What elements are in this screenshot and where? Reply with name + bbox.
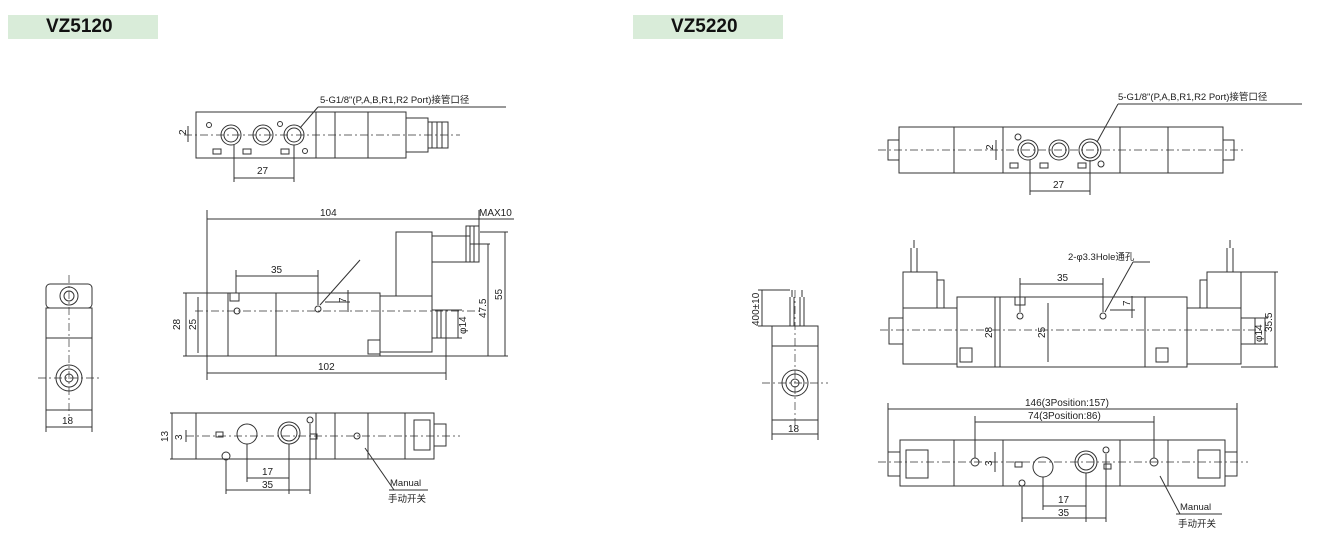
left-dim-35b: 35 [262,480,274,491]
left-bottom-view [170,412,460,494]
right-dim-28: 28 [984,326,995,338]
left-dim-7: 7 [338,297,349,303]
left-top-view [184,106,506,182]
left-dim-13: 13 [160,430,171,442]
left-dim-max10: MAX10 [479,208,512,219]
right-manual-cn: 手动开关 [1178,518,1217,530]
left-dim-2: 2 [178,129,189,135]
left-port-note: 5-G1/8"(P,A,B,R1,R2 Port)接管口径 [320,94,470,106]
right-dim-25: 25 [1037,326,1048,338]
right-dim-7: 7 [1122,300,1133,306]
left-dim-17: 17 [262,467,274,478]
left-labels: 5-G1/8"(P,A,B,R1,R2 Port)接管口径 2 27 104 M… [62,94,512,505]
left-dim-47-5: 47.5 [478,298,489,318]
model-name-right: VZ5220 [671,16,738,37]
right-dim-35b: 35 [1058,508,1070,519]
right-dim-35: 35 [1057,273,1069,284]
right-labels: 5-G1/8"(P,A,B,R1,R2 Port)接管口径 2 27 2-φ3.… [751,91,1275,530]
left-dim-25: 25 [188,318,199,330]
left-dim-3: 3 [174,434,185,440]
right-dim-146: 146(3Position:157) [1025,398,1109,409]
right-dim-17: 17 [1058,495,1070,506]
left-dim-18: 18 [62,416,74,427]
right-dim-27: 27 [1053,180,1065,191]
model-title-left: VZ5120 [8,15,158,39]
left-side-view [183,210,514,380]
left-manual-en: Manual [390,478,421,489]
right-dim-2: 2 [985,144,996,150]
right-dim-18: 18 [788,424,800,435]
right-manual-en: Manual [1180,502,1211,513]
right-dim-35-5: 35.5 [1264,312,1275,332]
right-port-note: 5-G1/8"(P,A,B,R1,R2 Port)接管口径 [1118,91,1268,103]
right-end-view [758,289,828,440]
left-dim-55: 55 [494,288,505,300]
right-dim-14: φ14 [1254,324,1265,342]
model-name-left: VZ5120 [46,16,113,37]
right-side-view [880,240,1278,368]
left-dim-35: 35 [271,265,283,276]
left-dim-104: 104 [320,208,337,219]
left-dim-14: φ14 [458,316,469,334]
right-top-view [878,103,1302,195]
right-dim-400: 400±10 [751,292,762,326]
left-end-view [38,275,100,432]
right-hole-note: 2-φ3.3Hole通孔 [1068,252,1135,263]
left-dim-28: 28 [172,318,183,330]
right-bottom-view [878,403,1248,522]
left-dim-102: 102 [318,362,335,373]
model-title-right: VZ5220 [633,15,783,39]
right-dim-74: 74(3Position:86) [1028,411,1101,422]
right-dim-3: 3 [984,460,995,466]
left-dim-27: 27 [257,166,269,177]
left-manual-cn: 手动开关 [388,493,427,505]
